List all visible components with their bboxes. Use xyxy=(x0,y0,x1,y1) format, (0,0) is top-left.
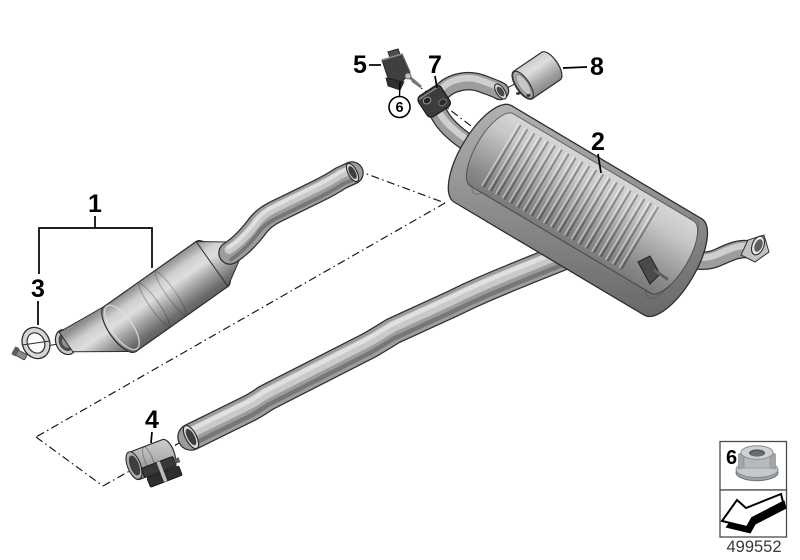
center-pipe-gloss xyxy=(187,249,561,433)
callout-2-pointer xyxy=(597,153,602,174)
center-pipe-highlight xyxy=(184,248,565,439)
rear-silencer xyxy=(447,103,709,318)
removal-direction-arrow-icon xyxy=(720,492,787,534)
clamp-ring-bolt-head xyxy=(11,346,20,357)
rubber-mount-top-edge xyxy=(418,86,439,100)
axis-front-pipe-to-rear xyxy=(355,169,446,204)
left-tailpipe xyxy=(427,72,510,153)
center-pipe-end-hole xyxy=(185,428,197,446)
callout-5-label[interactable]: 5 xyxy=(353,51,367,79)
resonator-seam-1 xyxy=(138,282,171,327)
tailpipe-trim-face-inner xyxy=(515,74,532,95)
callout-1[interactable]: 1 xyxy=(38,190,153,274)
arrow-top-face xyxy=(720,492,785,529)
rear-silencer-hanger-pin xyxy=(653,268,669,281)
callout-5[interactable]: 5 xyxy=(353,51,381,79)
tailpipe-trim-slot-1 xyxy=(516,92,520,95)
legend[interactable]: 6 xyxy=(719,440,788,538)
callout-6-circled[interactable]: 6 xyxy=(388,81,411,119)
callout-8-pointer xyxy=(562,66,588,69)
holder-bracket xyxy=(381,48,422,91)
front-pipe-end-hole xyxy=(348,166,357,179)
left-tailpipe-highlight xyxy=(433,75,503,144)
flange-nut-hole-inner xyxy=(750,451,764,457)
drawing-number: 499552 xyxy=(726,538,781,556)
callout-8-label[interactable]: 8 xyxy=(590,53,604,81)
callout-7-label[interactable]: 7 xyxy=(428,51,442,79)
front-pipe-shadow xyxy=(229,177,355,262)
stud-nut xyxy=(404,72,412,80)
clamp-ring-band xyxy=(21,340,51,346)
resonator-seam-2 xyxy=(154,271,187,316)
axis-vertex-down xyxy=(35,436,104,487)
rear-silencer-top-face xyxy=(466,112,698,295)
assembly-axis-lines xyxy=(35,80,480,487)
tailpipe-trim-slot-2 xyxy=(526,94,531,97)
front-silencer xyxy=(54,161,364,356)
clamp-ring xyxy=(11,326,51,361)
callout-8[interactable]: 8 xyxy=(562,53,604,81)
callout-3-label[interactable]: 3 xyxy=(31,275,45,303)
pipe-clamp xyxy=(125,438,183,488)
pipe-clamp-bolt-end xyxy=(173,457,181,464)
callout-7[interactable]: 7 xyxy=(428,51,442,89)
rear-silencer-ribs-highlight xyxy=(481,123,657,269)
rear-silencer-ribs-shadow xyxy=(483,124,660,270)
pipe-clamp-hole xyxy=(128,455,141,476)
front-pipe-gloss xyxy=(226,165,353,250)
rubber-mount xyxy=(417,84,451,118)
callout-2-label[interactable]: 2 xyxy=(591,128,605,156)
callout-1-bracket xyxy=(38,216,153,274)
holder-bracket-edge-2 xyxy=(401,53,411,73)
legend-item-number: 6 xyxy=(726,447,737,469)
center-pipe-shadow xyxy=(189,263,564,447)
pipe-clamp-slot xyxy=(156,461,168,483)
tailpipe-trim xyxy=(511,51,563,100)
callout-3[interactable]: 3 xyxy=(31,275,45,325)
holder-bracket-edge-highlight xyxy=(381,53,403,61)
axis-rear-to-vertex xyxy=(35,202,446,438)
callouts: 1 2 3 4 5 6 7 8 xyxy=(31,51,605,444)
callout-6-pointer xyxy=(398,81,401,97)
callout-1-label[interactable]: 1 xyxy=(88,190,102,218)
left-tailpipe-flare-hole xyxy=(496,86,505,97)
callout-4-label[interactable]: 4 xyxy=(145,406,159,434)
flange-nut-icon xyxy=(735,445,779,482)
rubber-mount-hole-1 xyxy=(422,96,432,105)
rubber-mount-body xyxy=(417,84,451,118)
right-tailpipe-flare-hole xyxy=(754,239,763,252)
callout-4-pointer xyxy=(150,431,153,444)
callout-7-pointer xyxy=(434,75,438,89)
axis-hanger-bracket xyxy=(411,80,480,133)
callout-6-circle[interactable] xyxy=(388,95,411,119)
callout-4[interactable]: 4 xyxy=(145,406,159,444)
callout-2[interactable]: 2 xyxy=(591,128,605,174)
callout-6-label[interactable]: 6 xyxy=(395,100,403,116)
resonator-cap-highlight xyxy=(104,304,140,351)
center-pipe xyxy=(177,244,574,451)
rubber-mount-hole-2 xyxy=(438,98,447,107)
